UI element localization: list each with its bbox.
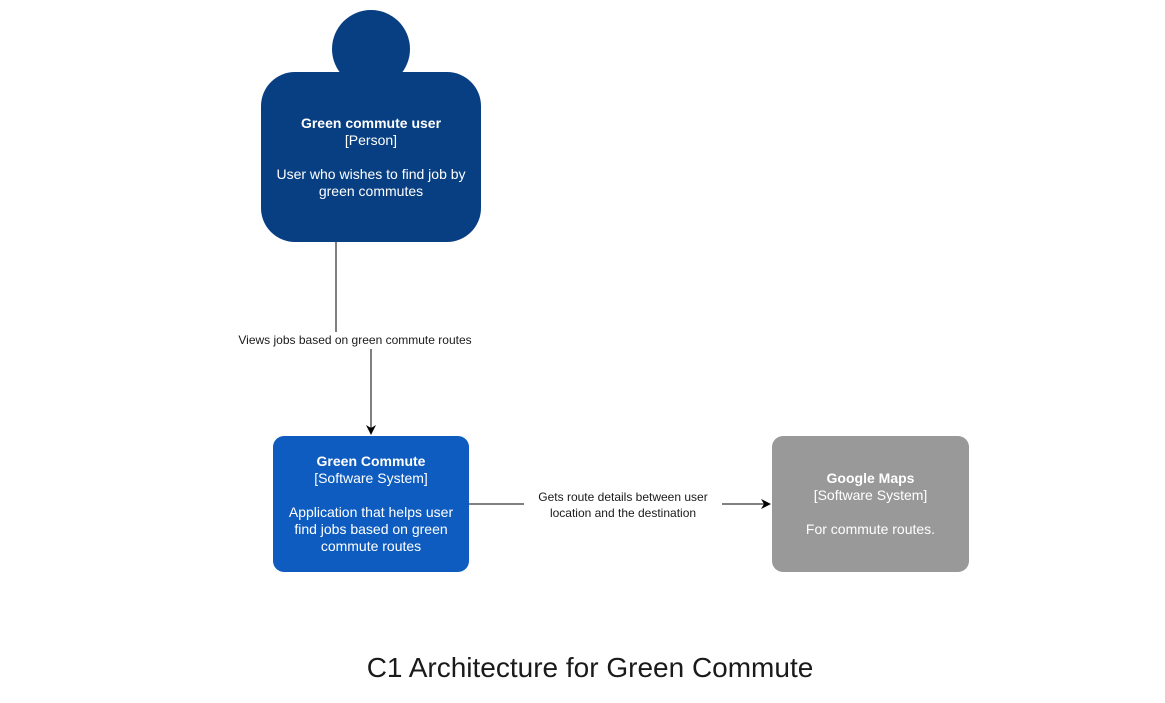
person-node-green-commute-user: Green commute user [Person] User who wis…	[261, 72, 481, 242]
person-to-system-connector	[335, 242, 371, 434]
system-type: [Software System]	[314, 470, 428, 486]
system-node-green-commute: Green Commute [Software System] Applicat…	[273, 436, 469, 572]
person-description: User who wishes to find job by green com…	[276, 165, 466, 199]
system-name: Green Commute	[316, 453, 426, 469]
external-node-google-maps: Google Maps [Software System] For commut…	[772, 436, 969, 572]
person-name: Green commute user	[300, 114, 442, 131]
diagram-title: C1 Architecture for Green Commute	[366, 652, 814, 683]
system-description: Application that helps user find jobs ba…	[288, 504, 454, 554]
external-type: [Software System]	[813, 487, 928, 503]
external-name: Google Maps	[826, 470, 915, 486]
external-description: For commute routes.	[805, 521, 936, 537]
person-to-system-label: Views jobs based on green commute routes	[222, 332, 488, 348]
person-type: [Person]	[344, 131, 398, 148]
system-to-external-label: Gets route details between user location…	[524, 489, 722, 521]
